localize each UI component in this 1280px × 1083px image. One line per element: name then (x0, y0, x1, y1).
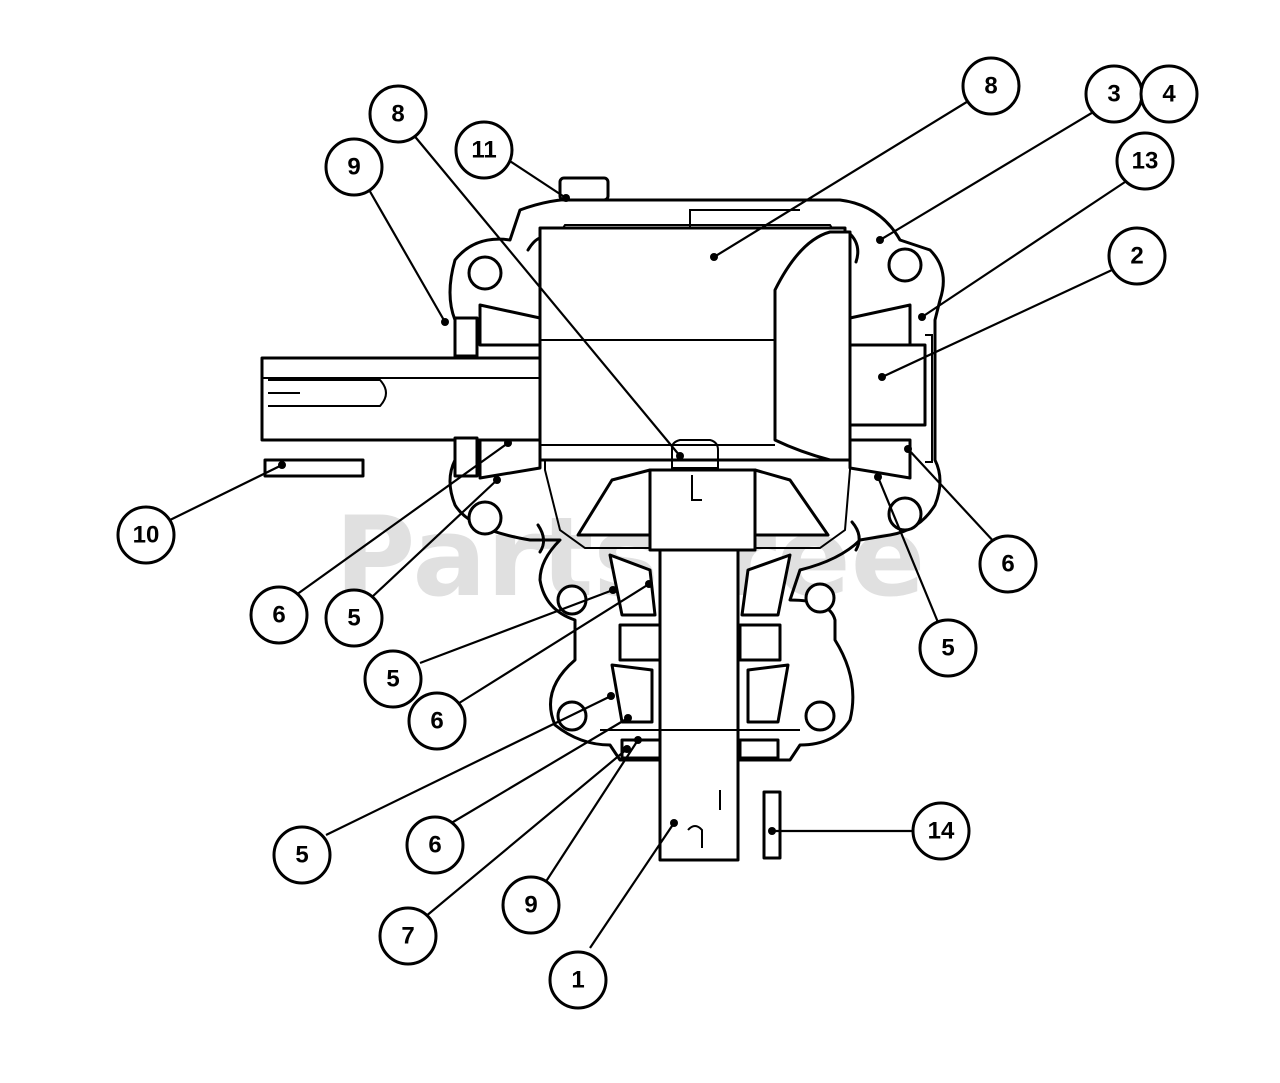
callout-4: 4 (1139, 64, 1199, 124)
svg-text:5: 5 (386, 666, 399, 693)
callout-6a: 6 (249, 585, 309, 645)
svg-text:6: 6 (428, 832, 441, 859)
svg-text:2: 2 (1130, 243, 1143, 270)
callout-6d: 6 (405, 815, 465, 875)
callout-5c: 5 (363, 649, 423, 709)
breather-plug (558, 176, 610, 202)
callout-10: 10 (116, 505, 176, 565)
svg-text:9: 9 (524, 892, 537, 919)
callout-1: 1 (548, 950, 608, 1010)
svg-text:14: 14 (928, 818, 955, 845)
seal-bottom-right (738, 738, 780, 760)
key-10 (263, 458, 365, 478)
svg-text:10: 10 (133, 522, 160, 549)
leader-dots (278, 194, 926, 835)
callout-2: 2 (1107, 226, 1167, 286)
mount-hole-top-right (887, 247, 923, 283)
callout-14: 14 (911, 801, 971, 861)
callout-9b: 9 (501, 875, 561, 935)
callout-13: 13 (1115, 131, 1175, 191)
svg-text:6: 6 (272, 602, 285, 629)
mount-hole-top-left (467, 255, 503, 291)
svg-text:8: 8 (984, 73, 997, 100)
callout-6b: 6 (978, 534, 1038, 594)
svg-text:1: 1 (571, 967, 584, 994)
callouts: 1 2 3 4 5 5 5 5 6 6 6 6 7 8 8 9 9 10 11 … (116, 56, 1199, 1010)
svg-text:6: 6 (430, 708, 443, 735)
callout-7: 7 (378, 906, 438, 966)
callout-11: 11 (454, 120, 514, 180)
svg-text:7: 7 (401, 923, 414, 950)
callout-6c: 6 (407, 691, 467, 751)
svg-text:5: 5 (347, 605, 360, 632)
svg-text:13: 13 (1132, 148, 1159, 175)
callout-9a: 9 (324, 137, 384, 197)
seal-left-upper (453, 316, 479, 358)
horizontal-gear-assembly (453, 226, 912, 480)
seal-left-lower (453, 436, 479, 478)
mount-hole-lower-right (804, 582, 836, 614)
callout-8a: 8 (368, 84, 428, 144)
svg-text:9: 9 (347, 154, 360, 181)
gearbox-housing (448, 176, 945, 762)
svg-text:11: 11 (471, 137, 496, 164)
svg-text:8: 8 (391, 101, 404, 128)
svg-text:6: 6 (1001, 551, 1014, 578)
leader-lines (169, 99, 1129, 949)
svg-text:4: 4 (1162, 81, 1176, 108)
mount-hole-bottom-right (804, 700, 836, 732)
key-14 (762, 790, 782, 860)
callout-5a: 5 (324, 588, 384, 648)
bevel-gear (576, 439, 830, 552)
svg-text:5: 5 (941, 635, 954, 662)
output-shaft-vertical (600, 548, 800, 862)
input-shaft (260, 356, 547, 442)
svg-text:5: 5 (295, 842, 308, 869)
callout-8b: 8 (961, 56, 1021, 116)
callout-5d: 5 (272, 825, 332, 885)
callout-3: 3 (1084, 64, 1144, 124)
callout-5b: 5 (918, 618, 978, 678)
mount-hole-mid-left (467, 500, 503, 536)
svg-text:3: 3 (1107, 81, 1120, 108)
